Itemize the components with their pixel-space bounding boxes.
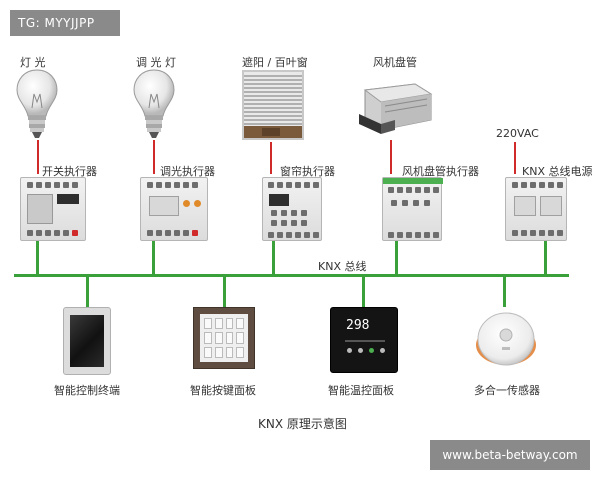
window-blinds-icon	[242, 70, 304, 140]
top-left-watermark: TG: MYYJJPP	[10, 10, 120, 36]
knx-bus-line	[14, 274, 569, 277]
dimmer-light-label: 调 光 灯	[136, 56, 176, 69]
fan-coil-actuator-label: 风机盘管执行器	[402, 165, 479, 178]
fan-coil-bus-drop	[395, 241, 398, 275]
power-supply-bus-drop	[544, 241, 547, 275]
power-supply-label: KNX 总线电源	[522, 165, 593, 178]
curtain-bus-drop	[272, 241, 275, 275]
thermostat-readout: 298	[346, 318, 370, 333]
diagram-title: KNX 原理示意图	[258, 417, 347, 431]
button-panel-caption: 智能按键面板	[190, 384, 256, 397]
button-panel-bus-drop	[223, 277, 226, 307]
multi-sensor-icon	[476, 312, 536, 366]
sensor-caption: 多合一传感器	[474, 384, 540, 397]
switch-bus-drop	[36, 241, 39, 275]
fan-coil-label: 风机盘管	[373, 56, 417, 69]
curtain-power-line	[270, 142, 272, 174]
bottom-right-watermark: www.beta-betway.com	[430, 440, 590, 470]
fan-coil-actuator-module	[382, 177, 443, 241]
smart-terminal-caption: 智能控制终端	[54, 384, 120, 397]
dimmer-power-line	[153, 140, 155, 174]
dimmer-actuator-label: 调光执行器	[160, 165, 215, 178]
curtain-actuator-label: 窗帘执行器	[280, 165, 335, 178]
thermostat-caption: 智能温控面板	[328, 384, 394, 397]
switch-actuator-module	[20, 177, 86, 241]
dimmer-bus-drop	[152, 241, 155, 275]
dimmable-bulb-icon	[133, 69, 175, 138]
smart-control-terminal-device	[63, 307, 111, 375]
power-supply-input-line	[514, 142, 516, 174]
curtain-actuator-module	[262, 177, 322, 241]
switch-actuator-label: 开关执行器	[42, 165, 97, 178]
dimmer-actuator-module	[140, 177, 208, 241]
power-input-label: 220VAC	[496, 127, 539, 140]
knx-bus-label: KNX 总线	[318, 260, 367, 273]
thermostat-bus-drop	[362, 277, 365, 307]
sensor-bus-drop	[503, 277, 506, 307]
blinds-label: 遮阳 / 百叶窗	[242, 56, 308, 69]
switch-power-line	[37, 140, 39, 174]
smart-button-panel-device	[193, 307, 255, 369]
light-label: 灯 光	[20, 56, 46, 69]
terminal-bus-drop	[86, 277, 89, 307]
light-bulb-icon	[16, 69, 58, 138]
fan-coil-unit-icon	[359, 83, 433, 134]
bus-power-supply-module	[505, 177, 567, 241]
fan-coil-power-line	[390, 140, 392, 174]
smart-thermostat-device: 298	[330, 307, 398, 373]
